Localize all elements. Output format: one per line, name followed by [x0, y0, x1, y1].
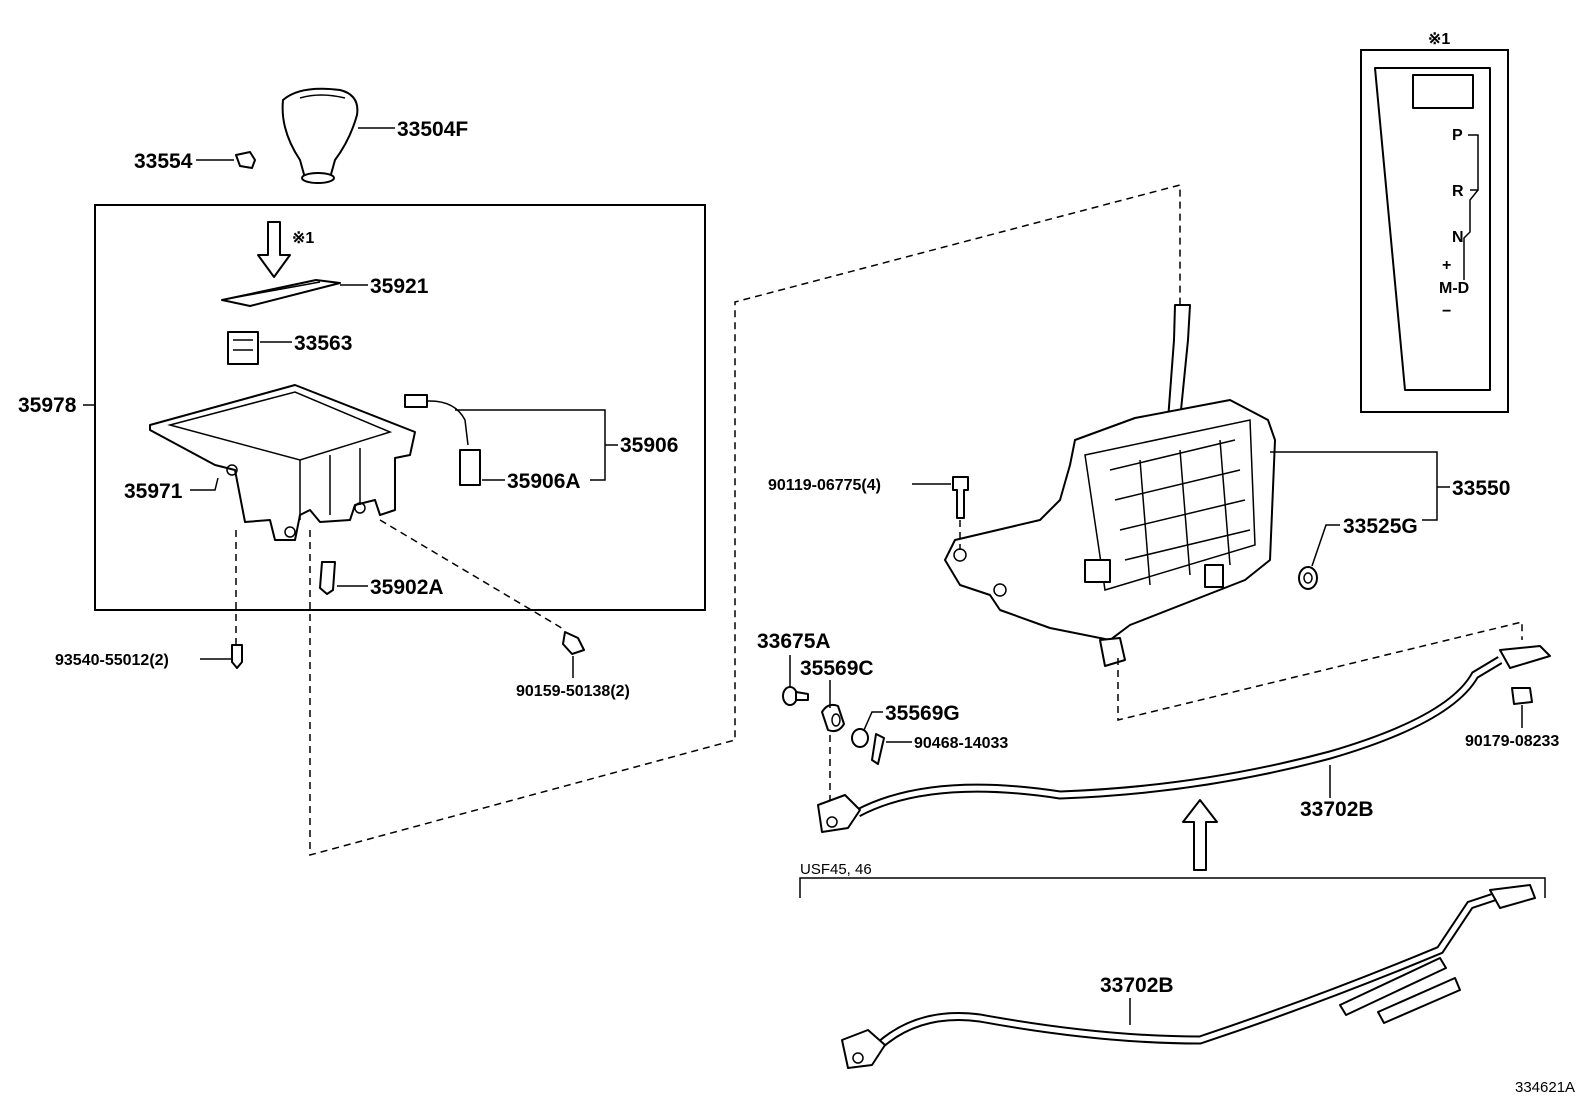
shift-lever-assembly-icon	[944, 304, 1276, 667]
part-label-35902A: 35902A	[370, 576, 444, 599]
svg-text:M-D: M-D	[1439, 280, 1469, 297]
nut-icon	[1511, 687, 1533, 705]
part-label-35569G: 35569G	[885, 702, 960, 725]
indicator-plate-icon	[221, 279, 341, 307]
svg-text:−: −	[1442, 303, 1451, 320]
part-label-35978: 35978	[18, 394, 77, 417]
svg-text:+: +	[1442, 257, 1451, 274]
gate-indicator-box	[1360, 49, 1509, 413]
variant-label: USF45, 46	[800, 861, 872, 878]
control-rod-variant-icon	[841, 884, 1536, 1069]
part-label-33554: 33554	[134, 150, 193, 173]
control-rod-icon	[817, 645, 1551, 833]
part-label-35971: 35971	[124, 480, 183, 503]
note-marker-1: ※1	[292, 230, 314, 247]
part-label-90468: 90468-14033	[914, 735, 1008, 752]
screw-icon	[231, 644, 243, 669]
figure-id: 334621A	[1515, 1079, 1575, 1096]
part-label-35569C: 35569C	[800, 657, 874, 680]
part-label-33563: 33563	[294, 332, 352, 355]
part-label-35921: 35921	[370, 275, 429, 298]
part-label-33702B-lower: 33702B	[1100, 974, 1174, 997]
clip-icon	[235, 151, 256, 169]
part-label-33702B-upper: 33702B	[1300, 798, 1374, 821]
bolt-90119-icon	[952, 476, 969, 519]
clip-90468-icon	[871, 733, 885, 765]
part-label-33675A: 33675A	[757, 630, 831, 653]
part-label-90159: 90159-50138(2)	[516, 683, 630, 700]
variant-bracket	[799, 877, 1546, 898]
pin-icon	[782, 686, 809, 706]
part-label-33550: 33550	[1452, 477, 1510, 500]
note-marker-1-gate: ※1	[1428, 31, 1450, 48]
gate-letters: P R N M-D + −	[1439, 127, 1479, 320]
shift-housing-icon	[149, 384, 416, 541]
bushing-35569C-icon	[821, 703, 845, 733]
assembly-box-35978	[94, 204, 706, 611]
shift-knob-icon	[281, 87, 359, 184]
part-label-33525G: 33525G	[1343, 515, 1418, 538]
clip-35902A-icon	[319, 561, 336, 595]
wire-harness-icon	[404, 394, 481, 486]
washer-icon	[851, 728, 869, 748]
part-label-35906A: 35906A	[507, 470, 581, 493]
part-label-33504F: 33504F	[397, 118, 468, 141]
svg-text:R: R	[1452, 183, 1464, 200]
svg-text:P: P	[1452, 127, 1463, 144]
part-label-35906: 35906	[620, 434, 678, 457]
bushing-icon	[1298, 566, 1318, 590]
down-arrow-icon	[257, 221, 291, 278]
svg-text:N: N	[1452, 229, 1464, 246]
up-arrow-icon	[1182, 799, 1218, 871]
bulb-holder-icon	[227, 331, 259, 365]
bolt-icon	[562, 631, 585, 655]
part-label-93540: 93540-55012(2)	[55, 652, 169, 669]
part-label-90179: 90179-08233	[1465, 733, 1559, 750]
part-label-90119: 90119-06775(4)	[768, 477, 881, 494]
